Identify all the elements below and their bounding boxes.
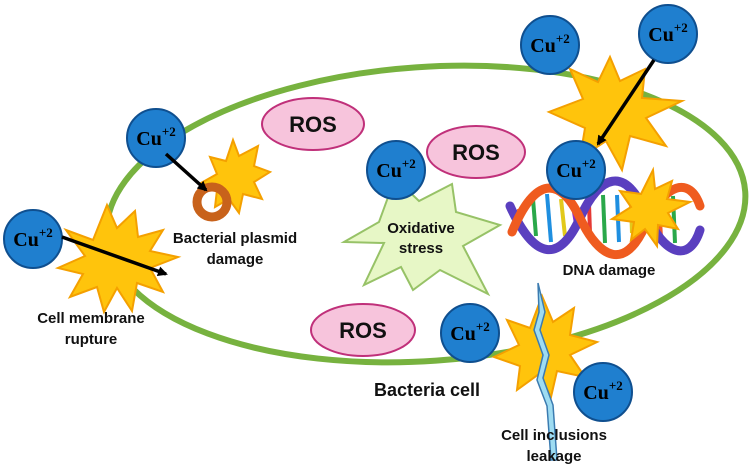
svg-text:Cu+2: Cu+2 bbox=[648, 20, 688, 46]
svg-text:Cu+2: Cu+2 bbox=[136, 124, 176, 150]
plasmid-damage-label-line1: Bacterial plasmid bbox=[173, 230, 297, 247]
copper-ion-leakage: Cu+2 bbox=[440, 303, 500, 363]
oxidative-stress-label-line1: Oxidative bbox=[387, 220, 455, 237]
ros-label-top-left: ROS bbox=[289, 112, 337, 137]
cell-wall-crack bbox=[533, 282, 558, 461]
membrane-rupture-label-line2: rupture bbox=[65, 331, 118, 348]
svg-text:Cu+2: Cu+2 bbox=[13, 225, 53, 251]
copper-ion-top-right-a: Cu+2 bbox=[520, 15, 580, 75]
burst-plasmid bbox=[198, 137, 273, 216]
bacteria-cell-label: Bacteria cell bbox=[374, 380, 480, 400]
svg-text:Cu+2: Cu+2 bbox=[556, 156, 596, 182]
dna-damage-label: DNA damage bbox=[563, 262, 656, 279]
plasmid-damage-label-line2: damage bbox=[207, 251, 264, 268]
arrow-ion-to-plasmid bbox=[164, 152, 208, 192]
burst-dna-damage bbox=[609, 166, 694, 249]
copper-ion-left-lower: Cu+2 bbox=[3, 209, 63, 269]
copper-ion-top-right-b: Cu+2 bbox=[638, 4, 698, 64]
plasmid-ring-icon bbox=[192, 182, 232, 222]
svg-text:Cu+2: Cu+2 bbox=[450, 319, 490, 345]
copper-ion-dna: Cu+2 bbox=[546, 140, 606, 200]
copper-ion-center: Cu+2 bbox=[366, 140, 426, 200]
svg-text:Cu+2: Cu+2 bbox=[376, 156, 416, 182]
ros-label-bottom: ROS bbox=[339, 318, 387, 343]
svg-text:Cu+2: Cu+2 bbox=[583, 378, 623, 404]
leakage-label-line1: Cell inclusions bbox=[501, 427, 607, 444]
arrow-ion-to-membrane bbox=[61, 235, 168, 277]
arrow-ion-into-cell bbox=[596, 59, 656, 146]
dna-strand-back bbox=[505, 176, 705, 256]
ros-bubble-top-left bbox=[261, 97, 365, 151]
burst-top-right bbox=[546, 54, 686, 173]
svg-text:Cu+2: Cu+2 bbox=[530, 31, 570, 57]
copper-ion-left-upper: Cu+2 bbox=[126, 108, 186, 168]
dna-strand-front bbox=[507, 183, 705, 259]
copper-ion-bottom-right: Cu+2 bbox=[573, 362, 633, 422]
oxidative-stress-burst bbox=[340, 176, 503, 297]
leakage-label-line2: leakage bbox=[526, 448, 581, 465]
oxidative-stress-label-line2: stress bbox=[399, 240, 443, 257]
membrane-rupture-label-line1: Cell membrane bbox=[37, 310, 145, 327]
ros-label-center: ROS bbox=[452, 140, 500, 165]
ros-bubble-center bbox=[426, 125, 526, 179]
ros-bubble-bottom bbox=[310, 303, 416, 357]
